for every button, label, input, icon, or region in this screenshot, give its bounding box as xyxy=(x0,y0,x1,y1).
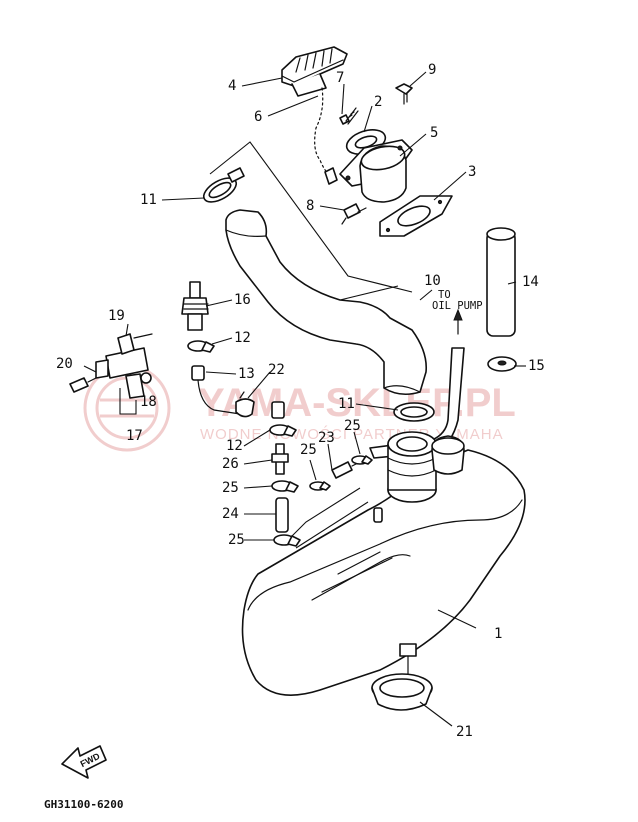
oil-pump-arrow xyxy=(453,308,463,335)
cap-chain xyxy=(314,87,338,185)
callout-11-lower: 11 xyxy=(338,396,355,412)
grommet-15 xyxy=(487,356,517,372)
oil-tube-14 xyxy=(486,227,516,337)
filler-cap xyxy=(281,46,348,97)
hose-clip-22 xyxy=(235,391,255,418)
gasket-3 xyxy=(379,195,453,237)
callout-14: 14 xyxy=(522,274,539,290)
joint-26 xyxy=(271,443,289,475)
tank-filler-spout xyxy=(387,431,437,503)
callout-18: 18 xyxy=(140,394,157,410)
fuel-hose-13 xyxy=(191,365,241,415)
fuel-connector-assembly xyxy=(95,333,153,399)
fuel-connector-bracket-lines xyxy=(119,388,137,415)
oil-delivery-pipe xyxy=(369,347,465,459)
diagram-code: GH31100-6200 xyxy=(44,798,123,811)
callout-17: 17 xyxy=(126,428,143,444)
tank-cap-21 xyxy=(371,673,433,711)
tank-vent-fitting xyxy=(373,507,383,523)
check-valve-23 xyxy=(331,461,361,479)
screw-7 xyxy=(339,107,359,125)
hose-clip-25a xyxy=(271,480,299,493)
callout-21: 21 xyxy=(456,724,473,740)
callout-labels: 4 6 7 9 2 5 3 8 11 10 TO OIL PUMP 14 15 … xyxy=(56,62,545,740)
hose-clamp-lower xyxy=(393,402,435,422)
fuel-tank xyxy=(241,449,526,696)
callout-12-lower: 12 xyxy=(226,438,243,454)
hose-segment xyxy=(271,401,285,419)
annotation-oil-pump: OIL PUMP xyxy=(432,300,483,312)
callout-12-upper: 12 xyxy=(234,330,251,346)
screw-9 xyxy=(395,83,413,105)
callout-2: 2 xyxy=(374,94,382,110)
callout-23: 23 xyxy=(318,430,335,446)
callout-13: 13 xyxy=(238,366,255,382)
callout-7: 7 xyxy=(336,70,344,86)
filler-hose xyxy=(225,209,428,396)
fuel-joint-16 xyxy=(181,281,209,331)
callout-25-a: 25 xyxy=(222,480,239,496)
callout-9: 9 xyxy=(428,62,436,78)
connector-pin-20 xyxy=(69,377,97,393)
callout-20: 20 xyxy=(56,356,73,372)
assembly-reference-lines xyxy=(209,141,413,549)
tank-oil-filler xyxy=(431,435,465,475)
callout-24: 24 xyxy=(222,506,239,522)
hose-clip-25d xyxy=(351,455,373,465)
callout-5: 5 xyxy=(430,125,438,141)
callout-6: 6 xyxy=(254,109,262,125)
fwd-arrow-icon: FWD xyxy=(61,745,107,779)
leader-lines xyxy=(83,71,526,727)
callout-19: 19 xyxy=(108,308,125,324)
callout-15: 15 xyxy=(528,358,545,374)
breather-fitting xyxy=(341,203,367,225)
callout-10: 10 xyxy=(424,273,441,289)
hose-clip-upper xyxy=(187,340,215,353)
callout-16: 16 xyxy=(234,292,251,308)
hose-clamp-upper xyxy=(202,167,245,203)
tank-drain-plug xyxy=(399,643,417,677)
callout-8: 8 xyxy=(306,198,314,214)
callout-22: 22 xyxy=(268,362,285,378)
filler-neck xyxy=(339,139,413,203)
callout-11-upper: 11 xyxy=(140,192,157,208)
callout-25-d: 25 xyxy=(344,418,361,434)
callout-26: 26 xyxy=(222,456,239,472)
callout-3: 3 xyxy=(468,164,476,180)
callout-1: 1 xyxy=(494,626,502,642)
callout-25-c: 25 xyxy=(300,442,317,458)
hose-clip-25b xyxy=(273,534,301,547)
annotation-to: TO xyxy=(438,289,451,301)
hose-clip-25c xyxy=(309,481,331,491)
hose-clip-lower xyxy=(269,424,297,437)
callout-25-b: 25 xyxy=(228,532,245,548)
callout-4: 4 xyxy=(228,78,236,94)
hose-24 xyxy=(275,497,289,533)
